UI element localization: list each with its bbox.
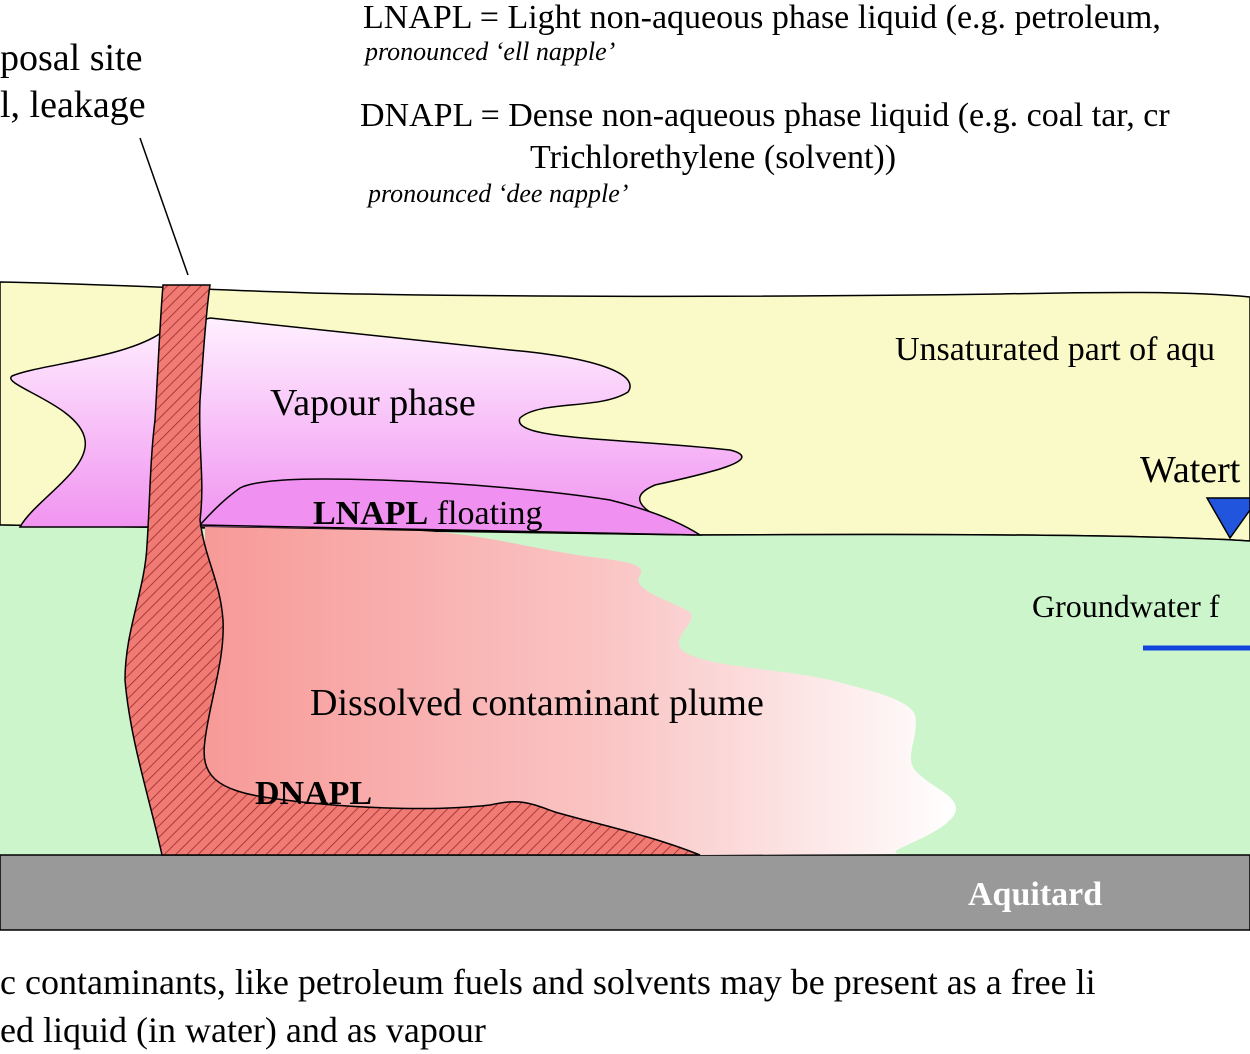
watertable-line — [0, 524, 1250, 542]
lnapl-pronunciation: pronounced ‘ell napple’ — [363, 37, 615, 66]
dnapl-pronunciation: pronounced ‘dee napple’ — [366, 179, 628, 208]
watertable-marker-icon — [1205, 497, 1250, 540]
caption-line-2: ed liquid (in water) and as vapour — [0, 1010, 486, 1050]
lnapl-label-rest: floating — [428, 495, 542, 532]
groundwater-flow-label: Groundwater f — [1032, 588, 1220, 624]
aquitard-label: Aquitard — [968, 876, 1102, 913]
source-label-line1: posal site — [0, 37, 142, 79]
source-label-line2: l, leakage — [0, 84, 146, 126]
lnapl-definition: LNAPL = Light non-aqueous phase liquid (… — [363, 0, 1161, 36]
dissolved-plume — [205, 527, 957, 855]
lnapl-floating-label: LNAPL floating — [313, 495, 543, 532]
source-pointer-line — [139, 137, 189, 276]
dnapl-label: DNAPL — [255, 775, 372, 812]
dnapl-definition-continued: Trichlorethylene (solvent)) — [530, 139, 896, 176]
lnapl-floating-layer — [198, 478, 703, 536]
dissolved-plume-label: Dissolved contaminant plume — [310, 682, 764, 724]
vapour-phase-label: Vapour phase — [270, 382, 476, 424]
figure-caption: c contaminants, like petroleum fuels and… — [0, 958, 1250, 1054]
aquitard-layer — [0, 854, 1250, 931]
watertable-label: Watert — [1140, 449, 1241, 491]
lnapl-label-bold: LNAPL — [313, 495, 428, 532]
caption-line-1: c contaminants, like petroleum fuels and… — [0, 962, 1096, 1002]
dnapl-body — [124, 284, 701, 856]
unsaturated-zone-label: Unsaturated part of aqu — [895, 331, 1215, 368]
dnapl-definition: DNAPL = Dense non-aqueous phase liquid (… — [360, 97, 1170, 134]
